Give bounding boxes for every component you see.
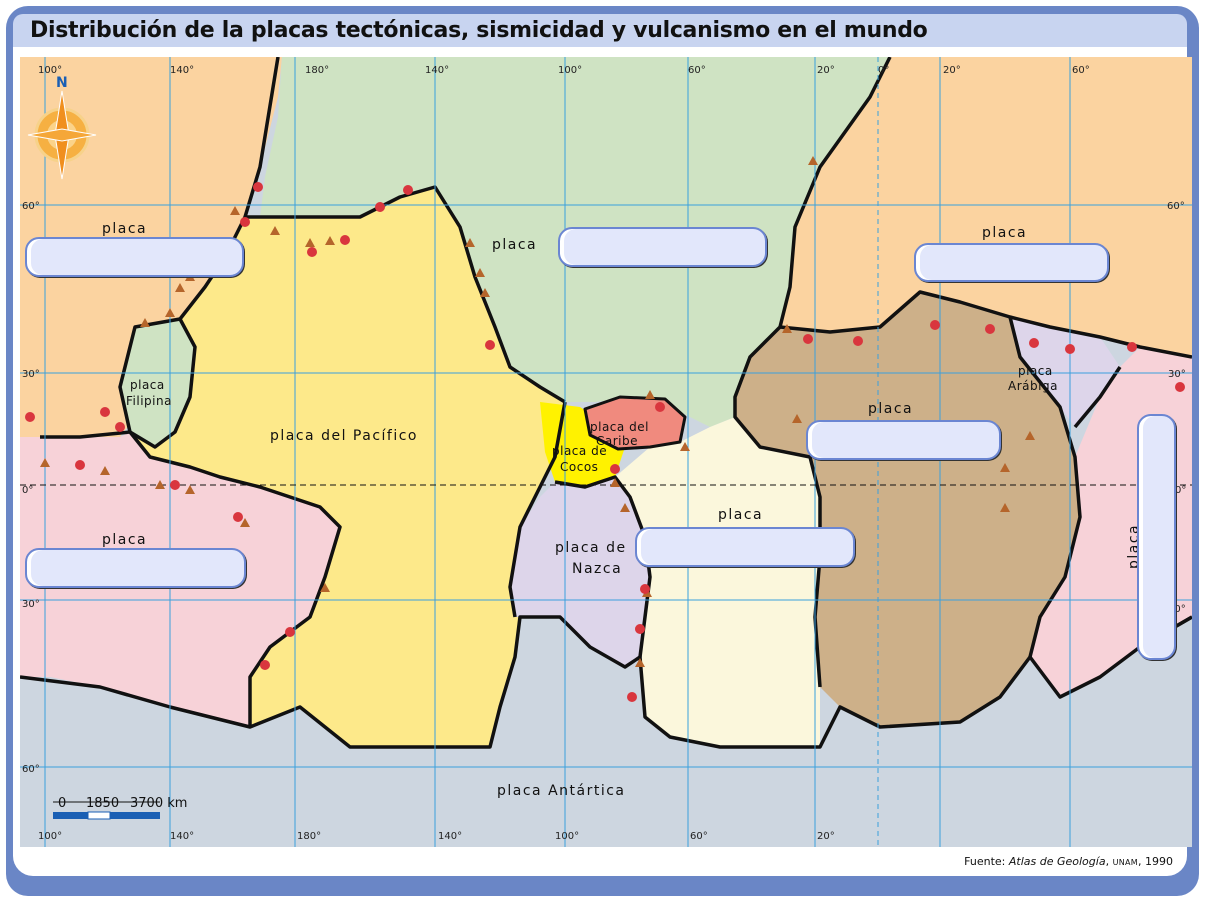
plate-label-eurasia: placa <box>982 225 1027 241</box>
source-year: , 1990 <box>1138 855 1173 868</box>
lon-label-bottom-3: 180° <box>297 831 321 842</box>
scale-label-3700: 3700 km <box>130 796 187 811</box>
plate-label-arabian-1: placa <box>1018 364 1053 378</box>
lat-label-left-1: 60° <box>22 201 40 212</box>
lat-label-right-2: 30° <box>1168 369 1186 380</box>
answer-box-africa[interactable] <box>806 420 1001 460</box>
source-citation: Fuente: Atlas de Geología, UNAM, 1990 <box>964 855 1173 868</box>
lon-label-top-2: 140° <box>170 65 194 76</box>
lon-label-bottom-4: 140° <box>438 831 462 842</box>
eurasian-plate-east <box>780 57 1192 357</box>
plate-label-caribbean-2: Caribe <box>596 434 638 448</box>
plate-label-north-america: placa <box>492 237 537 253</box>
lon-label-top-10: 60° <box>1072 65 1090 76</box>
plate-label-nazca-1: placa de <box>555 540 627 556</box>
lat-label-left-4: 30° <box>22 599 40 610</box>
lon-label-top-8: 0° <box>878 65 889 76</box>
plate-label-antarctic: placa Antártica <box>497 783 626 799</box>
scale-label-0: 0 <box>58 796 66 811</box>
world-map: placa placa Filipina placa del Pacífico … <box>20 57 1192 847</box>
plate-label-arabian-2: Arábiga <box>1008 379 1058 393</box>
title-bar <box>13 14 1187 47</box>
lon-label-bottom-5: 100° <box>555 831 579 842</box>
african-plate <box>735 292 1080 727</box>
answer-box-north-america[interactable] <box>558 227 767 267</box>
lat-label-left-3: 0° <box>22 485 33 496</box>
answer-box-eurasia[interactable] <box>914 243 1109 282</box>
page-title: Distribución de la placas tectónicas, si… <box>30 18 928 43</box>
lon-label-bottom-1: 100° <box>38 831 62 842</box>
answer-box-northwest[interactable] <box>25 237 244 277</box>
source-org: UNAM <box>1112 858 1138 867</box>
volcano-markers <box>40 156 1035 667</box>
lat-label-right-3: 0° <box>1175 485 1186 496</box>
lat-label-right-4: 30° <box>1168 604 1186 615</box>
filipina-plate <box>120 319 195 447</box>
plate-label-filipina-2: Filipina <box>126 394 172 408</box>
plate-label-cocos-1: placa de <box>552 444 607 458</box>
lon-label-top-5: 100° <box>558 65 582 76</box>
plate-label-pacific: placa del Pacífico <box>270 428 418 444</box>
lon-label-top-1: 100° <box>38 65 62 76</box>
map-svg: placa placa Filipina placa del Pacífico … <box>20 57 1192 847</box>
lon-label-bottom-7: 20° <box>817 831 835 842</box>
plate-label-filipina-1: placa <box>130 378 165 392</box>
plate-label-australia: placa <box>102 532 147 548</box>
lon-label-top-7: 20° <box>817 65 835 76</box>
source-prefix: Fuente: <box>964 855 1009 868</box>
lat-label-left-5: 60° <box>22 764 40 775</box>
plate-label-africa: placa <box>868 401 913 417</box>
lon-label-top-9: 20° <box>943 65 961 76</box>
answer-box-south-america[interactable] <box>635 527 855 567</box>
plate-label-caribbean-1: placa del <box>590 420 649 434</box>
lon-label-bottom-2: 140° <box>170 831 194 842</box>
plate-label-nazca-2: Nazca <box>572 561 622 577</box>
nazca-plate <box>510 477 650 667</box>
plate-label-cocos-2: Cocos <box>560 460 598 474</box>
plate-label-northwest: placa <box>102 221 147 237</box>
south-american-plate <box>615 417 820 747</box>
lat-label-right-1: 60° <box>1167 201 1185 212</box>
lon-label-bottom-6: 60° <box>690 831 708 842</box>
compass-north-label: N <box>56 75 68 91</box>
pacific-plate <box>130 187 565 747</box>
source-work: Atlas de Geología <box>1008 855 1106 868</box>
plate-label-south-america: placa <box>718 507 763 523</box>
compass-rose-icon: N <box>27 75 97 180</box>
lon-label-top-4: 140° <box>425 65 449 76</box>
scale-bar: 0 1850 3700 km <box>53 796 187 820</box>
earthquake-markers <box>25 182 1185 702</box>
lat-label-left-2: 30° <box>22 369 40 380</box>
lon-label-top-6: 60° <box>688 65 706 76</box>
scale-label-1850: 1850 <box>86 796 119 811</box>
answer-box-indian[interactable] <box>1137 414 1176 660</box>
answer-box-australia[interactable] <box>25 548 246 588</box>
lon-label-top-3: 180° <box>305 65 329 76</box>
